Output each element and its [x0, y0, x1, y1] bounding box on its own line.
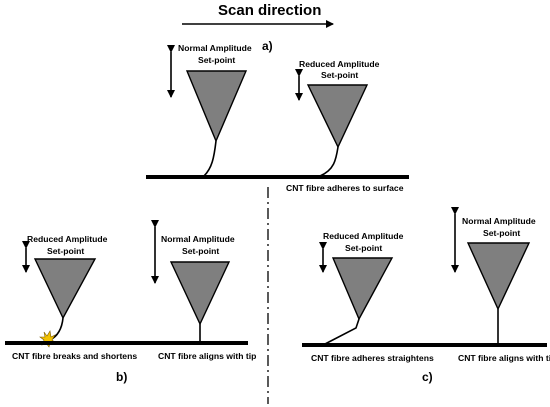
panel-b-label: b) — [116, 370, 127, 384]
cnt-fibre — [319, 146, 339, 177]
set-point-label: Set-point — [345, 243, 382, 253]
afm-tip — [185, 70, 248, 143]
panel-c: Reduced Amplitude Set-point Normal Ampli… — [302, 207, 550, 384]
set-point-label: Set-point — [182, 246, 219, 256]
panel-c-label: c) — [422, 370, 433, 384]
set-point-label: Set-point — [483, 228, 520, 238]
set-point-label: Set-point — [47, 246, 84, 256]
afm-tip — [466, 242, 531, 311]
caption-fibre-aligns: CNT fibre aligns with tip — [158, 351, 256, 361]
afm-tip — [169, 261, 231, 326]
reduced-amplitude-label: Reduced Amplitude — [323, 231, 404, 241]
afm-tip — [331, 257, 394, 321]
panel-a-label: a) — [262, 39, 273, 53]
panel-b: Reduced Amplitude Set-point Normal Ampli… — [5, 220, 256, 384]
cnt-fibre — [203, 140, 217, 177]
caption-fibre-breaks: CNT fibre breaks and shortens — [12, 351, 137, 361]
set-point-label: Set-point — [198, 55, 235, 65]
normal-amplitude-label: Normal Amplitude — [178, 43, 252, 53]
caption-fibre-straightens: CNT fibre adheres straightens — [311, 353, 434, 363]
afm-tip — [33, 258, 97, 320]
reduced-amplitude-label: Reduced Amplitude — [27, 234, 108, 244]
normal-amplitude-label: Normal Amplitude — [462, 216, 536, 226]
caption-fibre-adheres: CNT fibre adheres to surface — [286, 183, 404, 193]
reduced-amplitude-label: Reduced Amplitude — [299, 59, 380, 69]
caption-fibre-aligns: CNT fibre aligns with tip — [458, 353, 550, 363]
afm-tip — [306, 84, 369, 149]
cnt-fibre — [324, 318, 360, 345]
scan-direction-label: Scan direction — [218, 2, 321, 19]
normal-amplitude-label: Normal Amplitude — [161, 234, 235, 244]
set-point-label: Set-point — [321, 70, 358, 80]
panel-a: a) Normal Amplitude Set-point Reduced Am… — [146, 39, 409, 193]
